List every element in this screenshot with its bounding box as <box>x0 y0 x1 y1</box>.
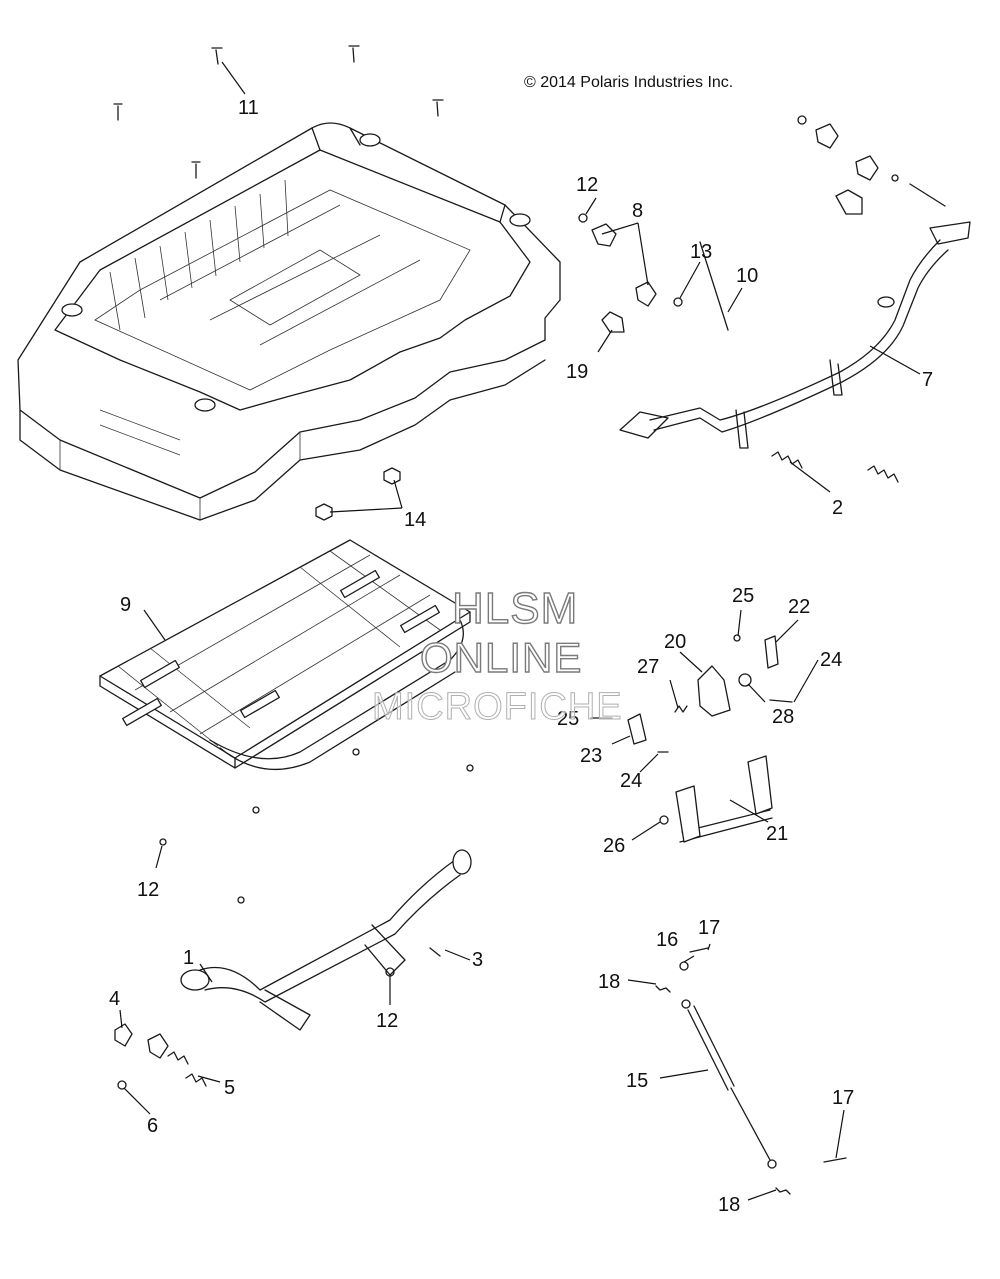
callout-12-bottom: 12 <box>376 1010 398 1032</box>
latch-bar-7-drawing <box>619 221 971 449</box>
callout-10: 10 <box>736 265 758 287</box>
callout-11: 11 <box>238 97 259 119</box>
callout-8: 8 <box>632 200 643 222</box>
small-parts-bottom-left <box>114 947 441 1090</box>
callout-12-top: 12 <box>576 174 598 196</box>
callout-24-right: 24 <box>820 649 842 671</box>
callout-12-left: 12 <box>137 879 159 901</box>
leader-lines <box>119 61 921 1201</box>
callout-28: 28 <box>772 706 794 728</box>
watermark-line-3: MICROFICHE <box>372 686 623 729</box>
callout-14: 14 <box>404 509 426 531</box>
callout-6: 6 <box>147 1115 158 1137</box>
nut-14-group <box>315 467 401 521</box>
callout-22: 22 <box>788 596 810 618</box>
gas-strut-15-drawing <box>655 947 847 1195</box>
callout-labels: 11 12 8 13 10 19 7 2 14 9 12 1 3 12 4 5 … <box>109 97 933 1216</box>
nut-12-group <box>159 213 588 977</box>
callout-25-top: 25 <box>732 585 754 607</box>
callout-20: 20 <box>664 631 686 653</box>
callout-18-top: 18 <box>598 971 620 993</box>
callout-26: 26 <box>603 835 625 857</box>
clamp-group-top <box>591 115 946 333</box>
frame-drawing <box>99 539 471 771</box>
callout-5: 5 <box>224 1077 235 1099</box>
callout-17-top: 17 <box>698 917 720 939</box>
screw-11-group <box>113 45 444 179</box>
callout-16: 16 <box>656 929 678 951</box>
spring-2-group <box>771 451 899 483</box>
callout-7: 7 <box>922 369 933 391</box>
callout-19: 19 <box>566 361 588 383</box>
callout-17-bottom: 17 <box>832 1087 854 1109</box>
callout-24-left: 24 <box>620 770 642 792</box>
watermark-line-1: HLSM <box>451 583 579 633</box>
callout-25-left: 25 <box>557 708 579 730</box>
callout-15: 15 <box>626 1070 648 1092</box>
callout-21: 21 <box>766 823 788 845</box>
callout-9: 9 <box>120 594 131 616</box>
callout-18-bottom: 18 <box>718 1194 740 1216</box>
callout-2: 2 <box>832 497 843 519</box>
callout-27: 27 <box>637 656 659 678</box>
callout-3: 3 <box>472 949 483 971</box>
callout-4: 4 <box>109 988 120 1010</box>
latch-assembly-drawing <box>599 634 793 843</box>
callout-13: 13 <box>690 241 712 263</box>
callout-23: 23 <box>580 745 602 767</box>
watermark-line-2: ONLINE <box>419 633 583 681</box>
callout-1: 1 <box>183 947 194 969</box>
tube-1-drawing <box>180 849 472 1031</box>
cargo-box-drawing <box>17 122 561 521</box>
copyright-notice: © 2014 Polaris Industries Inc. <box>524 74 734 91</box>
